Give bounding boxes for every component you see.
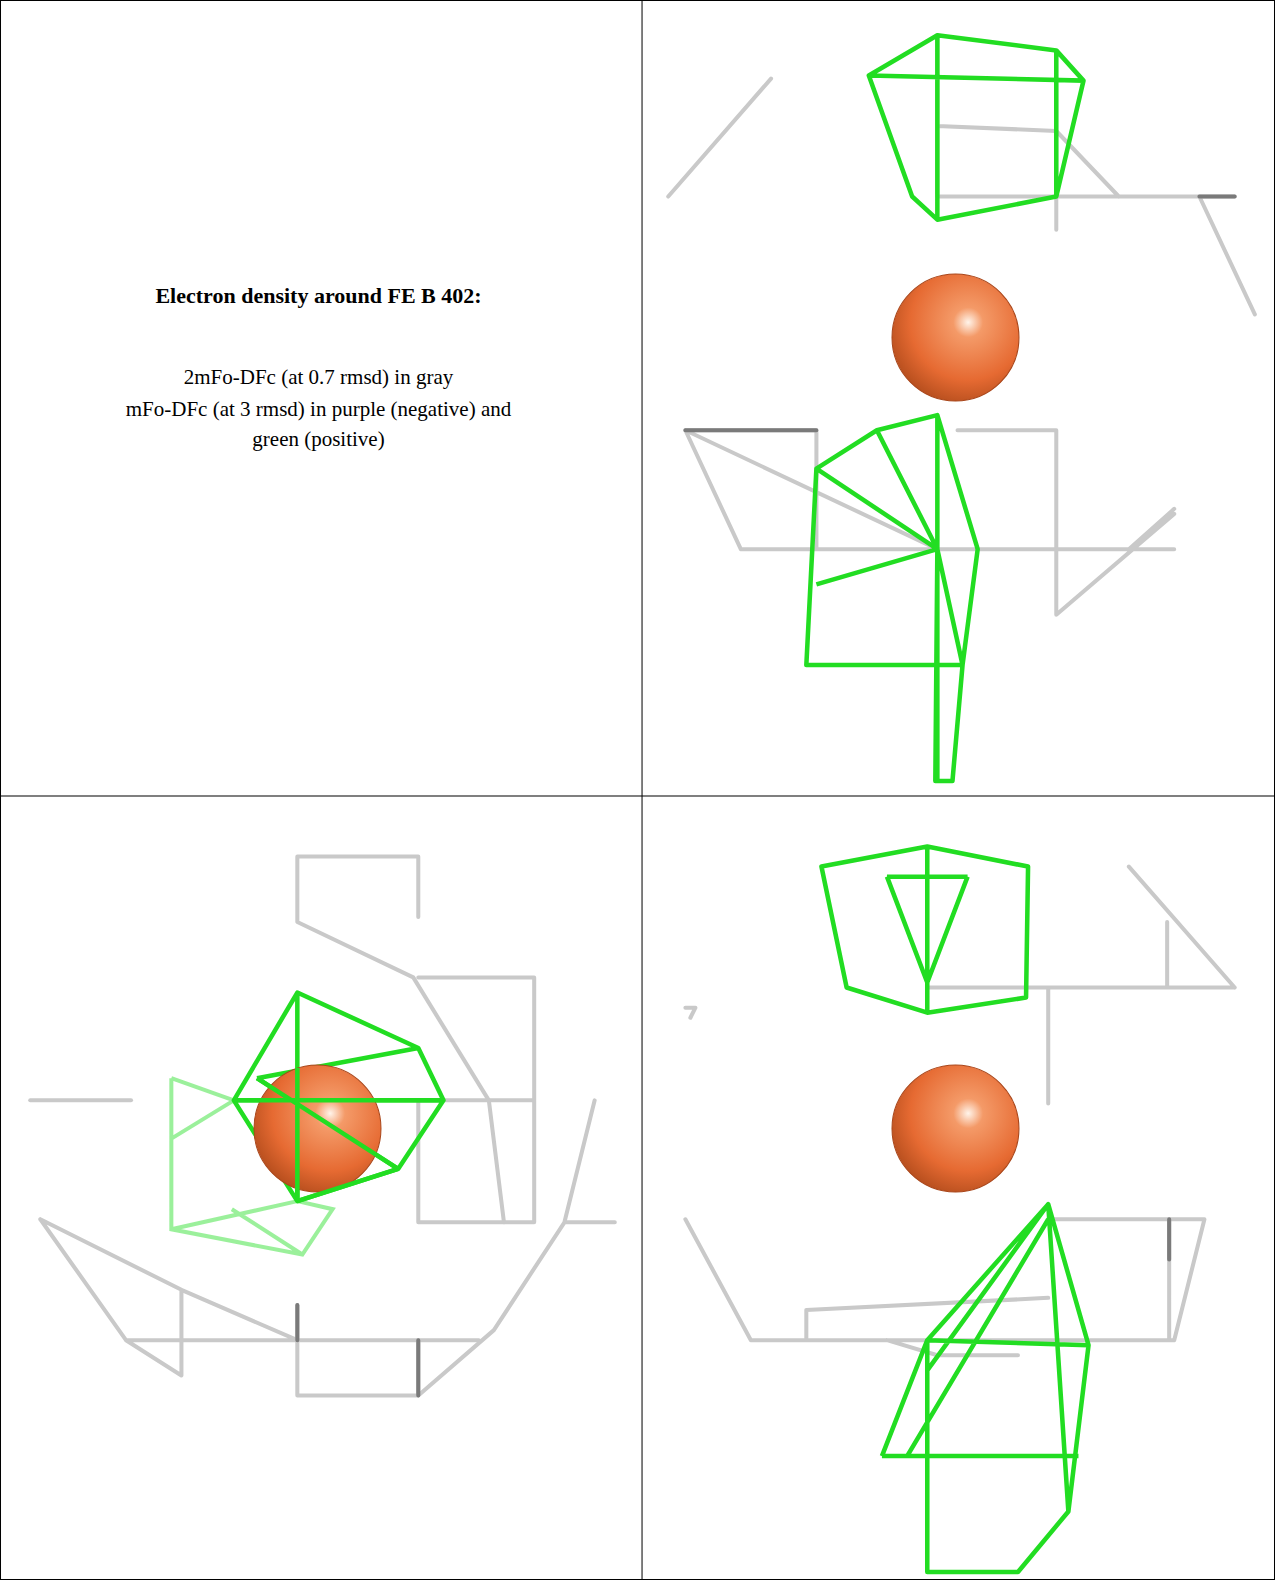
- green-mesh-front: [234, 1068, 444, 1201]
- gray-mesh: [30, 35, 1255, 1395]
- map-legend-text: 2mFo-DFc (at 0.7 rmsd) in gray: [0, 362, 637, 392]
- map-legend-text: mFo-DFc (at 3 rmsd) in purple (negative)…: [109, 394, 529, 455]
- map-legend-text: mFo-DFc (at 3 rmsd) in purple (negative)…: [0, 394, 637, 455]
- green-mesh: [234, 35, 1089, 1572]
- panel-title: Electron density around FE B 402:: [155, 280, 481, 312]
- panel-title: Electron density around FE B 402:: [0, 280, 637, 312]
- map-legend-text: 2mFo-DFc (at 0.7 rmsd) in gray: [184, 362, 453, 392]
- text-panel: Electron density around FE B 402: 2mFo-DF…: [0, 0, 637, 790]
